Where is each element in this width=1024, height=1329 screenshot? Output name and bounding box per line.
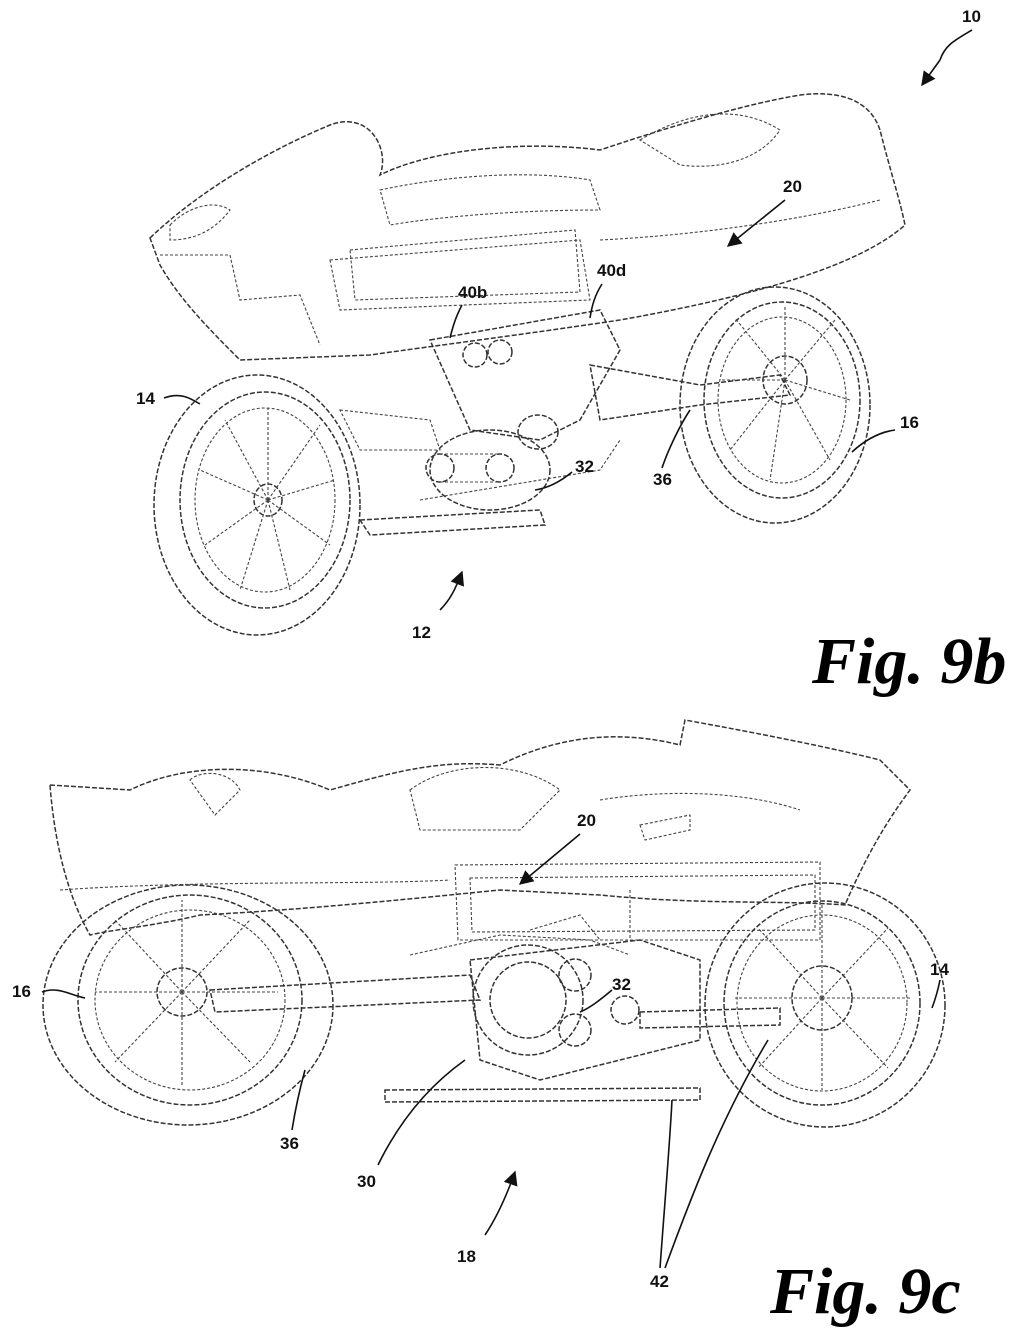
fig9b-front-wheel [153,374,361,636]
label-12: 12 [412,623,431,642]
label-42: 42 [650,1272,669,1291]
fig9b-rear-wheel [679,286,871,524]
fig9c-body [49,719,911,941]
label-36-top: 36 [653,470,672,489]
fig9b-body-fairing [149,93,906,361]
label-36-bottom: 36 [280,1134,299,1153]
figure-9c-labels: 20 16 14 32 36 30 18 42 Fig. 9c [12,811,961,1328]
label-18: 18 [457,1247,476,1266]
label-32-bottom: 32 [612,975,631,994]
label-14-bottom: 14 [930,960,949,979]
label-32-top: 32 [575,457,594,476]
label-16-bottom: 16 [12,982,31,1001]
label-40b: 40b [458,283,487,302]
label-20-top: 20 [783,177,802,196]
figure-9c-drawing [42,719,946,1128]
fig9c-front-wheel [704,882,946,1128]
figure-9b-drawing [149,93,906,636]
label-14-top: 14 [136,389,155,408]
fig9b-frame-assembly [339,309,792,536]
figure-title-9c: Fig. 9c [769,1255,961,1328]
label-20-bottom: 20 [577,811,596,830]
label-40d: 40d [597,261,626,280]
fig9c-rear-wheel [42,884,334,1126]
label-10: 10 [962,7,981,26]
figure-9b-labels: 10 20 40b 40d 14 16 36 32 12 Fig. 9b [136,7,1006,698]
fig9c-chassis-assembly [209,890,781,1103]
label-16-top: 16 [900,413,919,432]
label-30: 30 [357,1172,376,1191]
figure-title-9b: Fig. 9b [811,625,1006,698]
